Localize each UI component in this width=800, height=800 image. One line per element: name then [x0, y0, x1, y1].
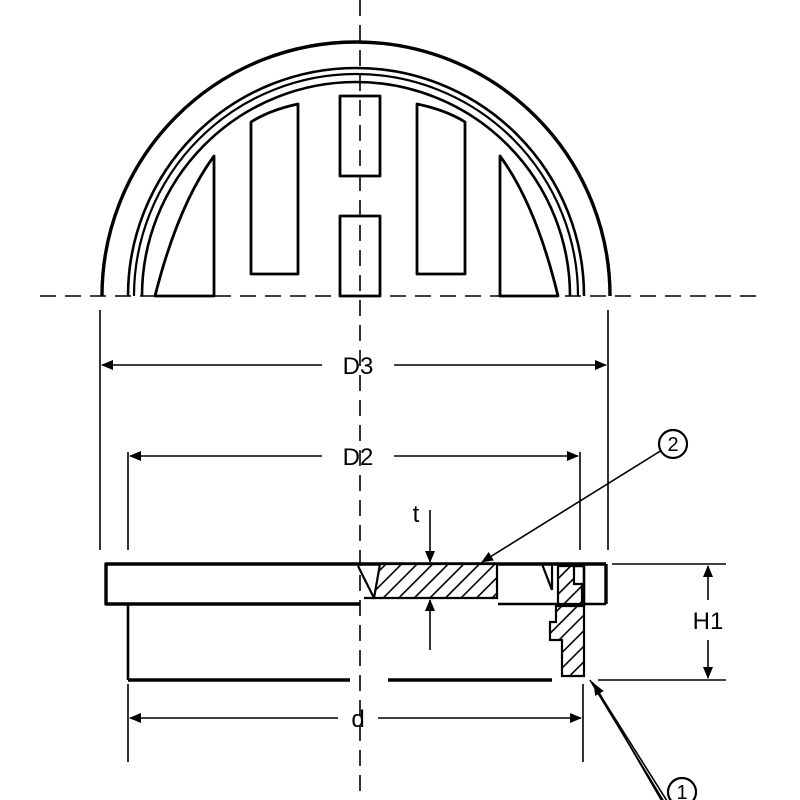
- d2-label: D2: [343, 444, 374, 471]
- callout-1-pointer: [591, 681, 668, 800]
- grate-slot-far-left: [153, 154, 216, 298]
- callout-2-circle: [657, 428, 689, 460]
- dimension-t: t: [413, 501, 435, 650]
- dimension-d3: D3: [99, 310, 609, 550]
- callout-1-leader-drawn-final: [593, 683, 663, 800]
- dimension-d: d: [127, 684, 584, 762]
- side-view-section: [104, 562, 608, 682]
- grate-slot-far-right: [498, 154, 560, 298]
- callout-2-label: 2: [667, 434, 678, 456]
- grate-inner-rim-1: [126, 66, 586, 297]
- housing-section-upper: [556, 564, 584, 606]
- d-label: d: [351, 706, 364, 733]
- dimension-d2: D2: [127, 444, 581, 550]
- callout-1-label: 1: [676, 782, 687, 800]
- grate-slot-right: [415, 102, 467, 276]
- housing-section-lower: [548, 604, 586, 678]
- grate-section-hatch: [372, 562, 499, 600]
- h1-label: H1: [693, 608, 724, 635]
- grate-chamfer-left: [357, 565, 376, 600]
- grate-inner-rim-3: [140, 80, 572, 297]
- callout-part-1: 1: [589, 679, 698, 800]
- flange-outline: [104, 562, 606, 606]
- grate-outer-rim: [100, 40, 612, 297]
- callout-1-circle: [666, 776, 698, 800]
- dimension-h1: H1: [598, 563, 726, 681]
- d3-label: D3: [343, 353, 374, 380]
- grate-inner-rim-2: [132, 72, 580, 297]
- grate-slot-left: [249, 102, 300, 276]
- t-label: t: [413, 501, 420, 528]
- callout-part-2: 2: [481, 428, 689, 563]
- housing-wall: [574, 564, 586, 606]
- callout-2-leader: [481, 449, 663, 563]
- top-view-grate: [100, 40, 612, 298]
- grate-bevel-right: [540, 563, 554, 591]
